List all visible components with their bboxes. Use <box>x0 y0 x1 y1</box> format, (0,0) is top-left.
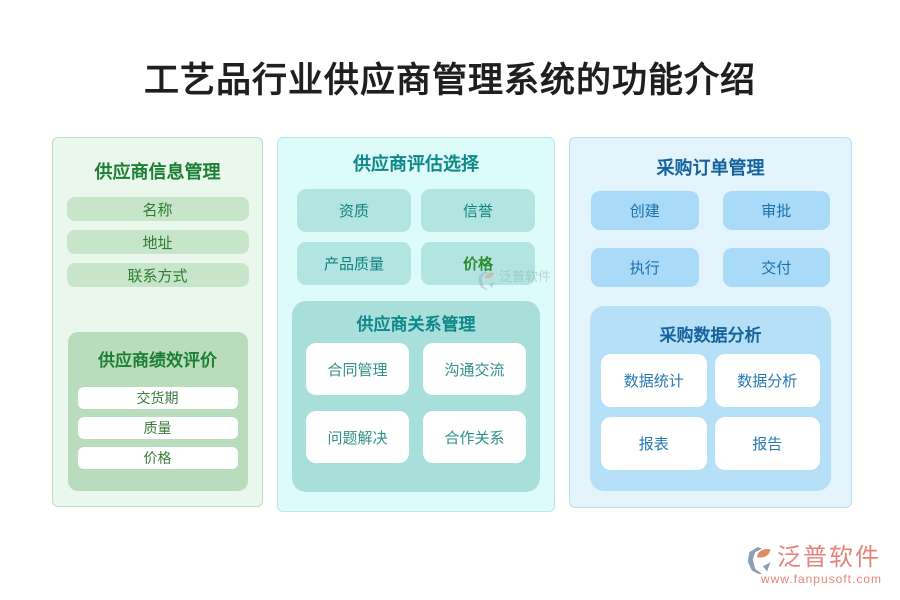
watermark-subtext: ····· <box>499 284 514 290</box>
subcard-header-relationship: 供应商关系管理 <box>356 315 476 334</box>
panel-header-supplier-evaluation: 供应商评估选择 <box>353 154 479 174</box>
brand-url[interactable]: www.fanpusoft.com <box>760 572 882 586</box>
button-contract-management[interactable]: 合同管理 <box>306 343 409 395</box>
button-approve[interactable]: 审批 <box>722 191 830 230</box>
panels-row: 供应商信息管理 名称 地址 联系方式 供应商绩效评价 交货期 质量 价格 供应商… <box>52 137 852 512</box>
button-supplier-name[interactable]: 名称 <box>66 197 249 221</box>
button-communication[interactable]: 沟通交流 <box>423 343 526 395</box>
relationship-grid: 合同管理 沟通交流 问题解决 合作关系 <box>306 343 526 463</box>
button-cooperation[interactable]: 合作关系 <box>423 411 526 463</box>
subcard-header-performance: 供应商绩效评价 <box>98 351 217 370</box>
button-eval-price[interactable]: 价格 <box>421 242 535 285</box>
watermark-logo: 泛普软件 ····· <box>477 270 551 291</box>
panel-header-purchase-order: 采购订单管理 <box>656 158 765 178</box>
button-data-analysis[interactable]: 数据分析 <box>714 354 820 407</box>
supplier-info-list: 名称 地址 联系方式 <box>53 197 262 287</box>
button-execute[interactable]: 执行 <box>591 248 699 287</box>
panel-supplier-evaluation: 供应商评估选择 资质 信誉 产品质量 价格 供应商关系管理 合同管理 沟通交流 … <box>277 137 555 512</box>
performance-list: 交货期 质量 价格 <box>68 387 248 469</box>
brand-name: 泛普软件 <box>776 544 881 571</box>
subcard-relationship-management: 供应商关系管理 合同管理 沟通交流 问题解决 合作关系 <box>292 301 540 492</box>
button-supplier-address[interactable]: 地址 <box>66 230 249 254</box>
button-delivery-period[interactable]: 交货期 <box>77 387 238 409</box>
subcard-header-data-analysis: 采购数据分析 <box>659 326 762 345</box>
button-reputation[interactable]: 信誉 <box>421 189 535 232</box>
order-grid: 创建 审批 执行 交付 <box>591 191 830 287</box>
panel-header-supplier-info: 供应商信息管理 <box>94 162 221 182</box>
button-data-statistics[interactable]: 数据统计 <box>601 354 707 407</box>
fanpu-logo-icon <box>747 547 771 574</box>
button-report[interactable]: 报告 <box>714 417 820 470</box>
button-problem-solving[interactable]: 问题解决 <box>306 411 409 463</box>
watermark-text-block: 泛普软件 ····· <box>499 269 552 291</box>
subcard-data-analysis: 采购数据分析 数据统计 数据分析 报表 报告 <box>590 306 831 491</box>
evaluation-grid: 资质 信誉 产品质量 价格 <box>297 189 535 285</box>
subcard-performance-evaluation: 供应商绩效评价 交货期 质量 价格 <box>67 332 248 491</box>
page-title: 工艺品行业供应商管理系统的功能介绍 <box>143 61 756 100</box>
button-product-quality[interactable]: 产品质量 <box>297 242 411 285</box>
button-report-form[interactable]: 报表 <box>601 417 707 470</box>
panel-supplier-info: 供应商信息管理 名称 地址 联系方式 供应商绩效评价 交货期 质量 价格 <box>52 137 263 507</box>
button-qualification[interactable]: 资质 <box>297 189 411 232</box>
fanpu-watermark-icon <box>478 271 495 290</box>
panel-purchase-order: 采购订单管理 创建 审批 执行 交付 采购数据分析 数据统计 数据分析 报表 报… <box>569 137 852 508</box>
button-price[interactable]: 价格 <box>77 447 238 469</box>
button-quality[interactable]: 质量 <box>77 417 238 439</box>
analysis-grid: 数据统计 数据分析 报表 报告 <box>601 354 820 470</box>
watermark-brand-text: 泛普软件 <box>499 269 552 284</box>
brand-text-block: 泛普软件 www.fanpusoft.com <box>761 544 882 587</box>
brand-footer: 泛普软件 www.fanpusoft.com <box>746 545 882 586</box>
button-deliver[interactable]: 交付 <box>722 248 830 287</box>
button-supplier-contact[interactable]: 联系方式 <box>66 263 249 287</box>
button-create[interactable]: 创建 <box>591 191 699 230</box>
